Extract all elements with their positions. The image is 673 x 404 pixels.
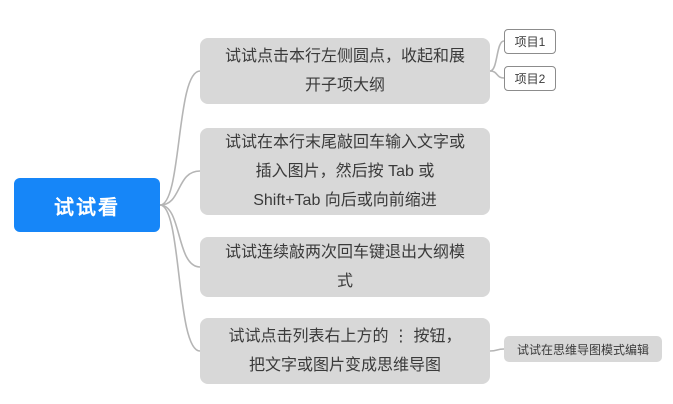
branch-2-line-3: Shift+Tab 向后或向前缩进 (253, 192, 437, 209)
mindmap-leaf-node-item-2[interactable]: 项目2 (504, 66, 556, 91)
branch-2-line-2: 插入图片，然后按 Tab 或 (255, 163, 435, 180)
branch-3-line-1: 试试连续敲两次回车键退出大纲模 (224, 244, 465, 261)
connector-branch-1-to-leaf-2 (489, 70, 505, 79)
root-node-label: 试试看 (54, 196, 120, 219)
branch-4-line-2: 把文字或图片变成思维导图 (248, 357, 441, 374)
connector-root-to-branch-3 (159, 204, 201, 268)
branch-3-line-2: 式 (336, 273, 353, 290)
connector-branch-1-to-leaf-1 (489, 40, 505, 72)
branch-2-line-1: 试试在本行末尾敲回车输入文字或 (224, 134, 465, 151)
mindmap-branch-node-4[interactable]: 试试点击列表右上方的 ⋮ 按钮， 把文字或图片变成思维导图 (200, 318, 490, 384)
mindmap-root-node[interactable]: 试试看 (14, 178, 160, 232)
branch-1-line-1: 试试点击本行左侧圆点，收起和展 (224, 48, 465, 65)
mindmap-leaf-node-mindmap-mode[interactable]: 试试在思维导图模式编辑 (504, 336, 662, 362)
connector-root-to-branch-1 (159, 70, 201, 206)
mindmap-branch-node-1[interactable]: 试试点击本行左侧圆点，收起和展 开子项大纲 (200, 38, 490, 104)
mindmap-leaf-node-item-1[interactable]: 项目1 (504, 29, 556, 54)
branch-1-line-2: 开子项大纲 (304, 77, 385, 94)
connector-root-to-branch-4 (159, 204, 201, 352)
branch-4-line-1: 试试点击列表右上方的 ⋮ 按钮， (228, 328, 462, 345)
connector-branch-4-to-leaf-wide (489, 348, 505, 352)
connector-root-to-branch-2 (159, 170, 201, 206)
mindmap-branch-node-2[interactable]: 试试在本行末尾敲回车输入文字或 插入图片，然后按 Tab 或 Shift+Tab… (200, 128, 490, 215)
mindmap-branch-node-3[interactable]: 试试连续敲两次回车键退出大纲模 式 (200, 237, 490, 297)
